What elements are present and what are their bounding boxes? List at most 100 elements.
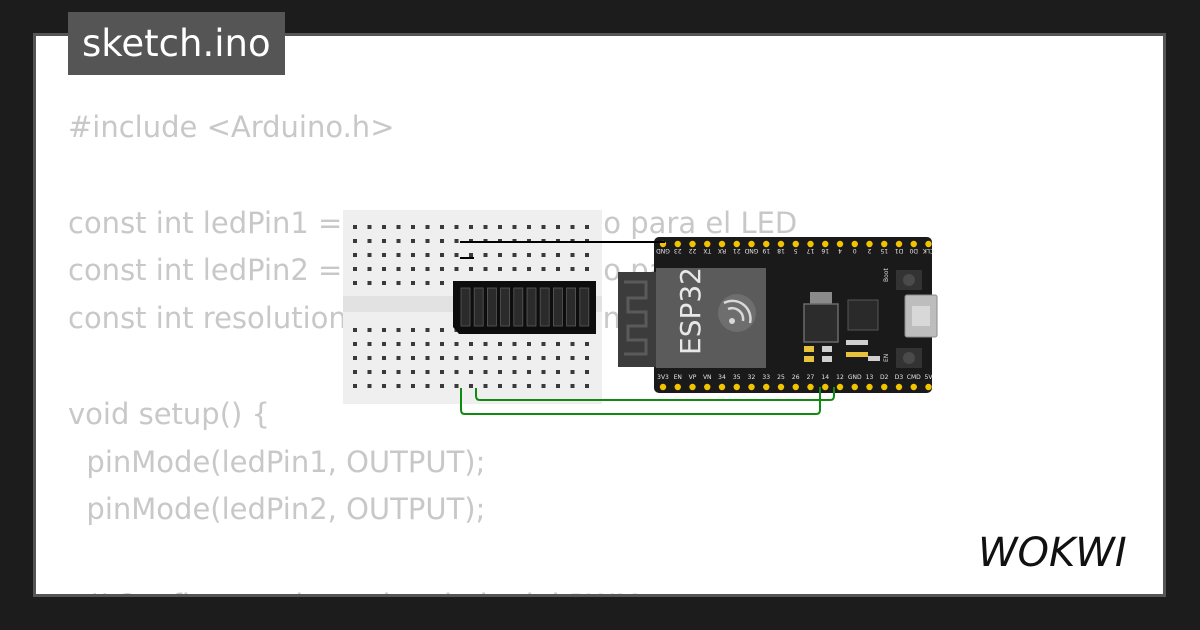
breadboard-hole[interactable] bbox=[425, 384, 430, 388]
breadboard-hole[interactable] bbox=[498, 384, 502, 388]
breadboard-hole[interactable] bbox=[527, 370, 531, 374]
breadboard-hole[interactable] bbox=[382, 281, 386, 285]
breadboard-hole[interactable] bbox=[585, 384, 589, 388]
led-segment[interactable] bbox=[460, 287, 471, 327]
breadboard-hole[interactable] bbox=[425, 356, 430, 360]
led-segment[interactable] bbox=[473, 287, 484, 327]
breadboard-hole[interactable] bbox=[440, 267, 444, 271]
breadboard-hole[interactable] bbox=[411, 281, 415, 285]
breadboard-hole[interactable] bbox=[353, 239, 357, 243]
breadboard-hole[interactable] bbox=[367, 225, 372, 229]
breadboard-hole[interactable] bbox=[425, 342, 430, 346]
header-pin[interactable] bbox=[792, 240, 799, 248]
breadboard-hole[interactable] bbox=[570, 267, 575, 271]
breadboard-hole[interactable] bbox=[353, 281, 357, 285]
header-pin[interactable] bbox=[748, 240, 755, 248]
breadboard-hole[interactable] bbox=[556, 225, 560, 229]
breadboard-hole[interactable] bbox=[454, 370, 459, 374]
header-pin[interactable] bbox=[822, 240, 829, 248]
header-pin[interactable] bbox=[763, 240, 770, 248]
breadboard-hole[interactable] bbox=[541, 356, 546, 360]
breadboard-hole[interactable] bbox=[483, 356, 488, 360]
breadboard-hole[interactable] bbox=[570, 342, 575, 346]
breadboard-hole[interactable] bbox=[425, 281, 430, 285]
breadboard-hole[interactable] bbox=[367, 267, 372, 271]
breadboard-hole[interactable] bbox=[527, 342, 531, 346]
breadboard-hole[interactable] bbox=[440, 370, 444, 374]
breadboard-hole[interactable] bbox=[353, 328, 357, 332]
header-pin[interactable] bbox=[689, 240, 696, 248]
breadboard-hole[interactable] bbox=[498, 370, 502, 374]
breadboard-hole[interactable] bbox=[411, 267, 415, 271]
led-segment[interactable] bbox=[486, 287, 497, 327]
breadboard-hole[interactable] bbox=[396, 342, 401, 346]
breadboard-hole[interactable] bbox=[353, 384, 357, 388]
breadboard-hole[interactable] bbox=[411, 328, 415, 332]
breadboard-hole[interactable] bbox=[367, 370, 372, 374]
breadboard-hole[interactable] bbox=[440, 253, 444, 257]
header-pin[interactable] bbox=[807, 240, 814, 248]
header-pin[interactable] bbox=[910, 240, 917, 248]
breadboard-hole[interactable] bbox=[585, 267, 589, 271]
breadboard-hole[interactable] bbox=[440, 356, 444, 360]
breadboard-hole[interactable] bbox=[469, 253, 473, 257]
breadboard-hole[interactable] bbox=[483, 267, 488, 271]
header-pin[interactable] bbox=[659, 383, 667, 391]
led-segment[interactable] bbox=[500, 287, 511, 327]
header-pin[interactable] bbox=[748, 383, 755, 391]
header-pin[interactable] bbox=[910, 383, 917, 391]
breadboard-hole[interactable] bbox=[585, 225, 589, 229]
breadboard-hole[interactable] bbox=[512, 370, 517, 374]
breadboard-hole[interactable] bbox=[483, 384, 488, 388]
breadboard-hole[interactable] bbox=[367, 356, 372, 360]
breadboard-hole[interactable] bbox=[382, 328, 386, 332]
header-pin[interactable] bbox=[895, 240, 903, 248]
breadboard-hole[interactable] bbox=[440, 342, 444, 346]
breadboard-hole[interactable] bbox=[454, 342, 459, 346]
breadboard-hole[interactable] bbox=[512, 384, 517, 388]
breadboard-hole[interactable] bbox=[396, 253, 401, 257]
breadboard-hole[interactable] bbox=[411, 225, 415, 229]
header-pin[interactable] bbox=[822, 383, 829, 391]
breadboard-hole[interactable] bbox=[483, 225, 488, 229]
breadboard-hole[interactable] bbox=[353, 225, 357, 229]
breadboard-hole[interactable] bbox=[382, 370, 386, 374]
breadboard-hole[interactable] bbox=[498, 342, 502, 346]
breadboard-hole[interactable] bbox=[411, 253, 415, 257]
breadboard-hole[interactable] bbox=[469, 225, 473, 229]
boot-button-cap[interactable] bbox=[903, 274, 915, 286]
breadboard-hole[interactable] bbox=[469, 342, 473, 346]
breadboard-hole[interactable] bbox=[454, 253, 459, 257]
header-pin[interactable] bbox=[718, 383, 726, 391]
breadboard-hole[interactable] bbox=[498, 356, 502, 360]
header-pin[interactable] bbox=[733, 383, 740, 391]
header-pin[interactable] bbox=[763, 383, 770, 391]
breadboard-hole[interactable] bbox=[454, 239, 459, 243]
led-segment[interactable] bbox=[579, 287, 590, 327]
breadboard-hole[interactable] bbox=[483, 253, 488, 257]
breadboard-hole[interactable] bbox=[585, 370, 589, 374]
breadboard-hole[interactable] bbox=[527, 225, 531, 229]
header-pin[interactable] bbox=[674, 383, 681, 391]
breadboard-hole[interactable] bbox=[411, 342, 415, 346]
breadboard-hole[interactable] bbox=[541, 225, 546, 229]
breadboard-hole[interactable] bbox=[440, 328, 444, 332]
breadboard-hole[interactable] bbox=[556, 356, 560, 360]
breadboard-hole[interactable] bbox=[454, 225, 459, 229]
led-segment[interactable] bbox=[566, 287, 576, 327]
file-tab[interactable]: sketch.ino bbox=[68, 12, 285, 75]
breadboard-hole[interactable] bbox=[382, 253, 386, 257]
header-pin[interactable] bbox=[925, 383, 932, 391]
breadboard-hole[interactable] bbox=[512, 342, 517, 346]
breadboard-hole[interactable] bbox=[367, 342, 372, 346]
breadboard-hole[interactable] bbox=[585, 342, 589, 346]
breadboard-hole[interactable] bbox=[382, 384, 386, 388]
header-pin[interactable] bbox=[895, 383, 903, 391]
breadboard-hole[interactable] bbox=[425, 225, 430, 229]
breadboard-hole[interactable] bbox=[570, 384, 575, 388]
breadboard-hole[interactable] bbox=[469, 356, 473, 360]
header-pin[interactable] bbox=[866, 383, 873, 391]
breadboard-hole[interactable] bbox=[353, 253, 357, 257]
breadboard-hole[interactable] bbox=[396, 239, 401, 243]
breadboard-hole[interactable] bbox=[396, 384, 401, 388]
